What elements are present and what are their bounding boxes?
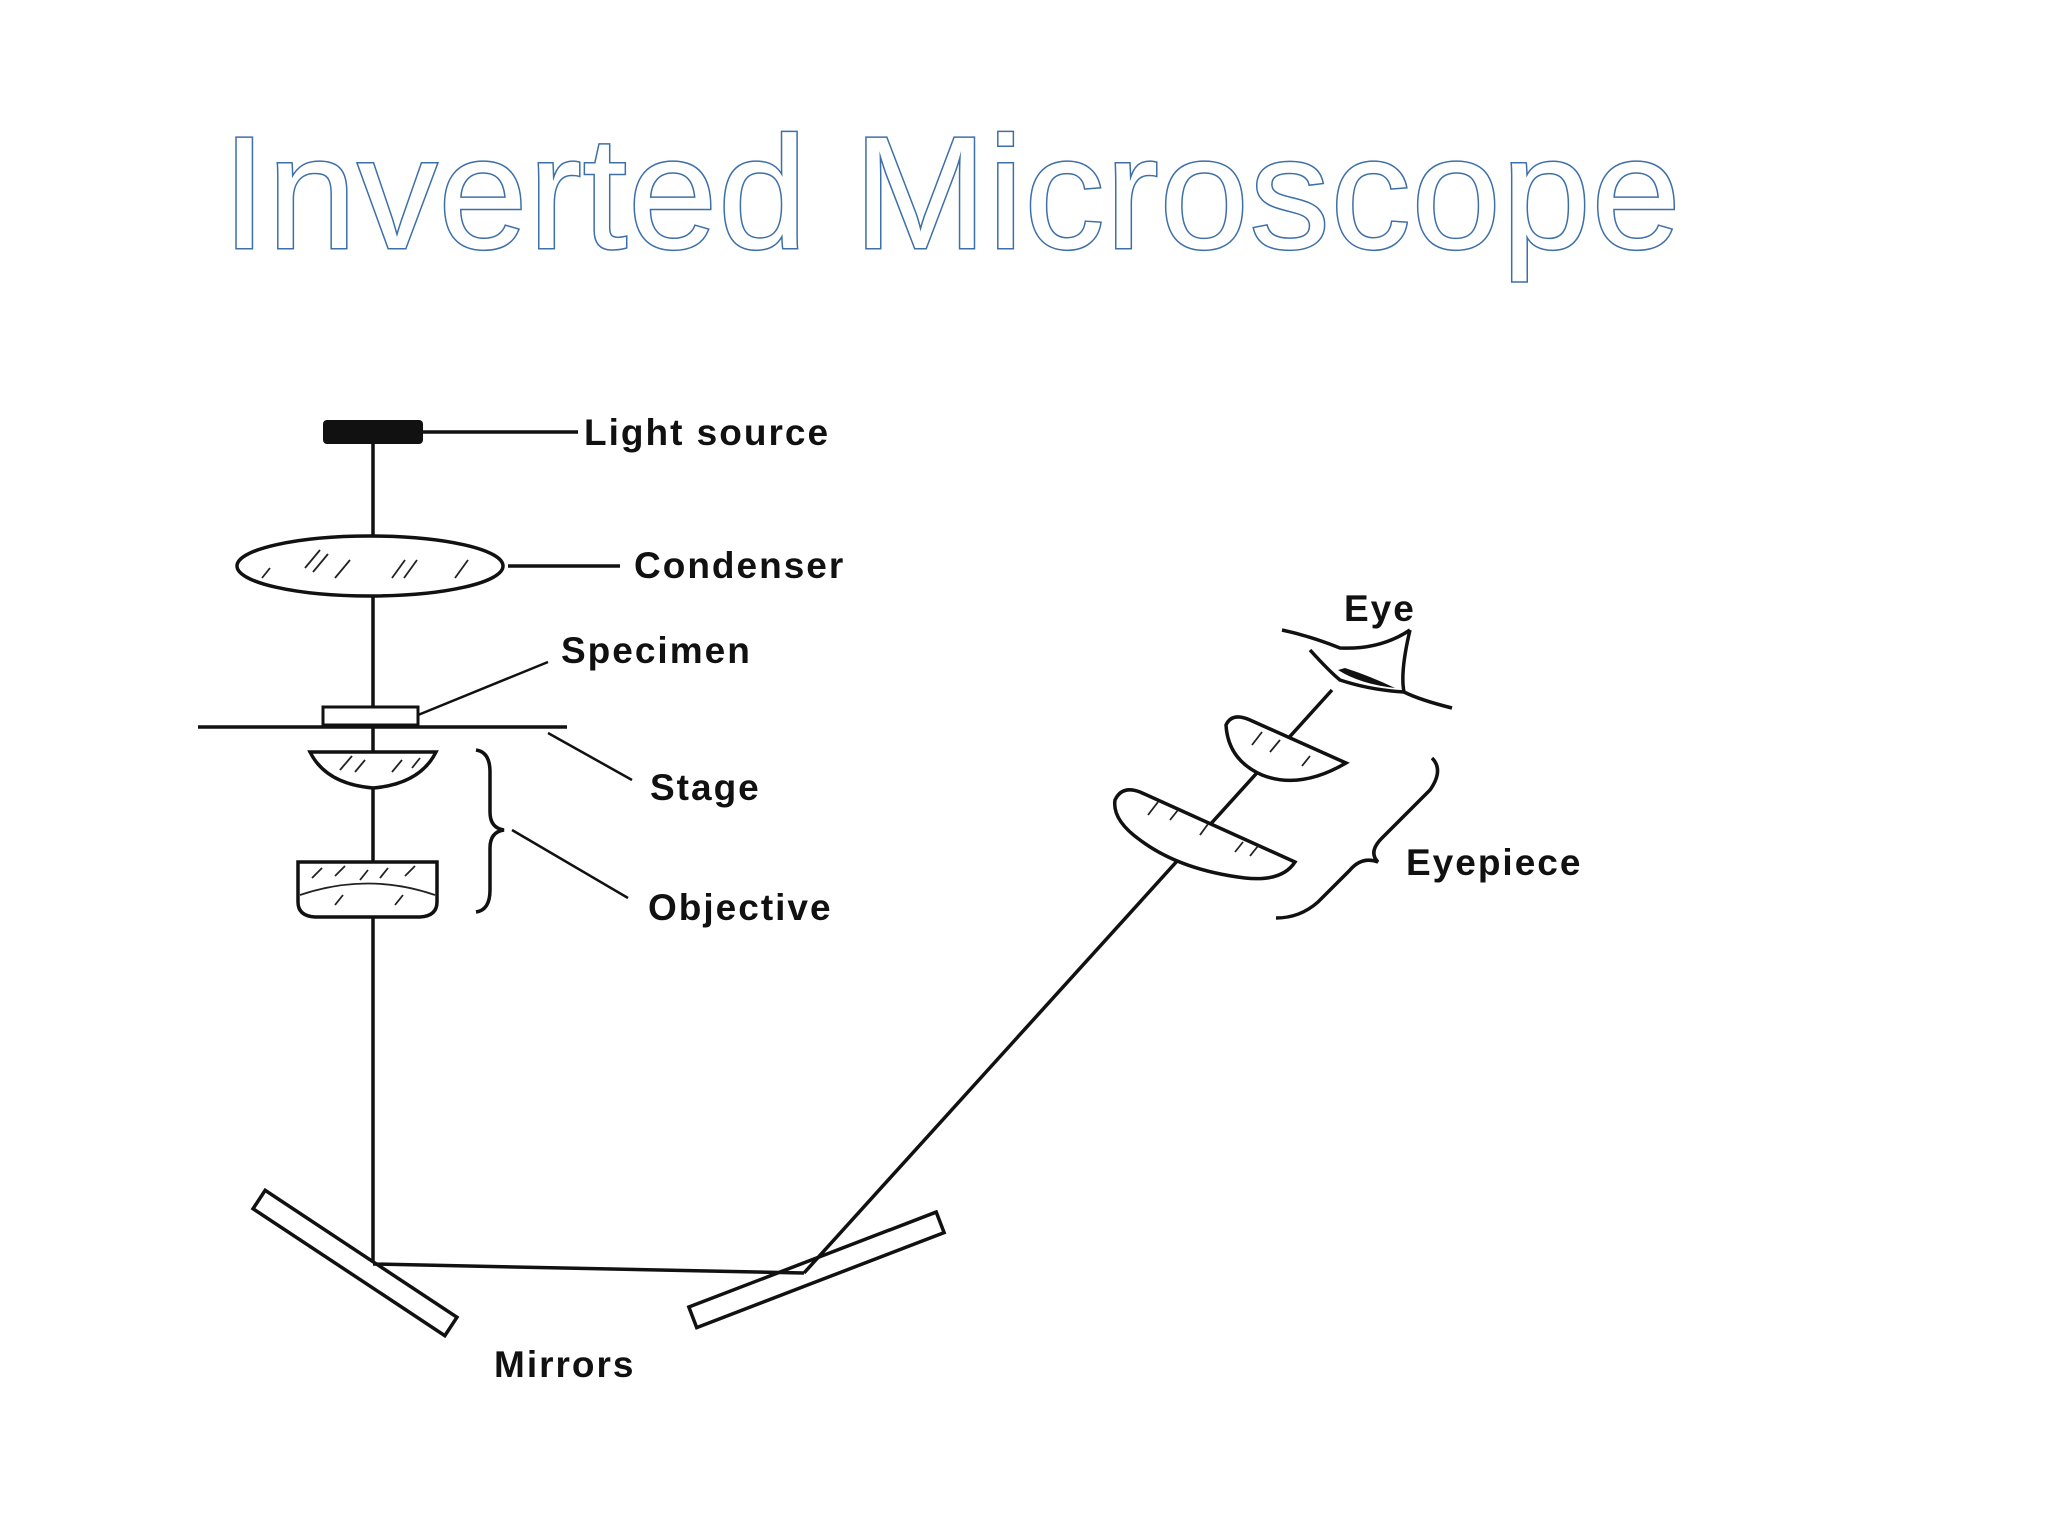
objective-brace bbox=[475, 748, 505, 914]
mirror-left bbox=[250, 1187, 460, 1339]
objective-lens-lower bbox=[296, 860, 439, 919]
stage-label: Stage bbox=[650, 767, 761, 808]
mirrors-label: Mirrors bbox=[494, 1344, 635, 1385]
specimen-leader bbox=[417, 660, 549, 717]
specimen bbox=[321, 705, 420, 727]
eyepiece-lens-lower bbox=[1112, 788, 1298, 881]
diagonal-light-path bbox=[802, 688, 1334, 1275]
horizontal-light-path bbox=[372, 1262, 805, 1275]
light-source-label: Light source bbox=[584, 412, 830, 453]
stage-leader bbox=[547, 731, 633, 782]
specimen-label: Specimen bbox=[561, 630, 752, 671]
objective-leader bbox=[511, 828, 629, 900]
eyepiece-brace bbox=[1275, 756, 1440, 920]
condenser-label: Condenser bbox=[634, 545, 845, 586]
eye-label: Eye bbox=[1344, 588, 1416, 629]
condenser-lens bbox=[235, 534, 505, 598]
objective-label: Objective bbox=[648, 887, 833, 928]
light-source bbox=[323, 420, 423, 444]
eyepiece-label: Eyepiece bbox=[1406, 842, 1582, 883]
mirror-right bbox=[686, 1209, 947, 1330]
eye-icon bbox=[1281, 628, 1453, 710]
objective-lens-upper bbox=[307, 750, 439, 790]
eyepiece-lens-upper bbox=[1224, 715, 1350, 783]
page-title: Inverted Microscope bbox=[222, 103, 1682, 282]
